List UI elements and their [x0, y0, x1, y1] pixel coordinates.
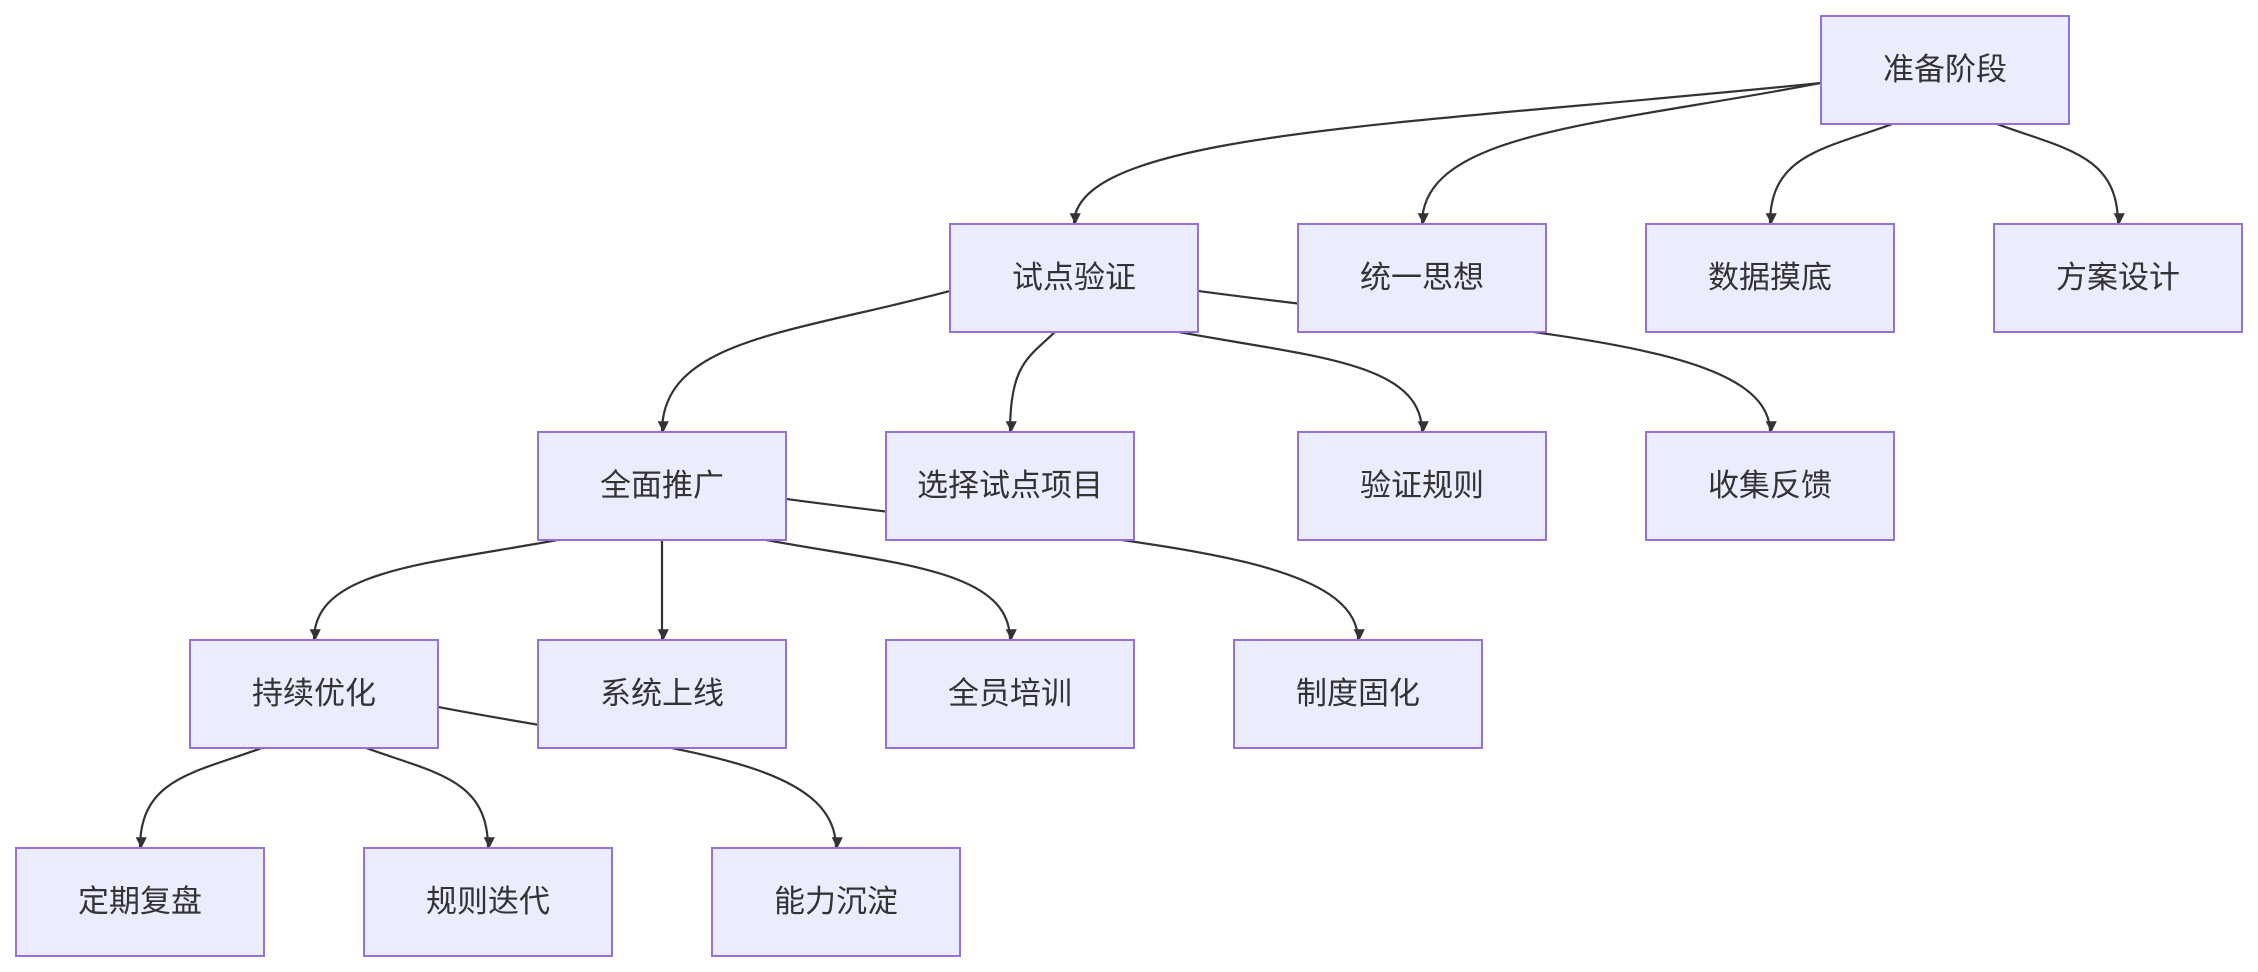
node-n0: 准备阶段 — [1820, 15, 2070, 125]
edge-n9-n13 — [135, 738, 284, 849]
node-n10: 系统上线 — [537, 639, 787, 749]
node-box — [885, 431, 1135, 541]
node-label: 规则迭代 — [426, 884, 550, 920]
edge-n0-n3 — [1765, 114, 1914, 225]
node-label: 能力沉淀 — [774, 884, 898, 920]
edge-n0-n1 — [1069, 81, 1822, 225]
node-n2: 统一思想 — [1297, 223, 1547, 333]
edge-n5-n9 — [309, 530, 600, 641]
node-label: 验证规则 — [1360, 468, 1484, 504]
node-n11: 全员培训 — [885, 639, 1135, 749]
node-n7: 验证规则 — [1297, 431, 1547, 541]
node-n13: 定期复盘 — [15, 847, 265, 957]
node-label: 系统上线 — [600, 676, 724, 712]
edge-n1-n5 — [657, 289, 951, 433]
node-n8: 收集反馈 — [1645, 431, 1895, 541]
node-n3: 数据摸底 — [1645, 223, 1895, 333]
node-n14: 规则迭代 — [363, 847, 613, 957]
node-box — [949, 223, 1199, 333]
node-box — [1993, 223, 2243, 333]
edge-n9-n15 — [437, 705, 843, 849]
node-label: 准备阶段 — [1883, 52, 2007, 88]
node-n6: 选择试点项目 — [885, 431, 1135, 541]
edge-n1-n6 — [1005, 323, 1064, 433]
node-label: 数据摸底 — [1708, 260, 1832, 296]
node-label: 选择试点项目 — [917, 468, 1103, 504]
node-box — [537, 639, 787, 749]
edge-n5-n11 — [724, 530, 1017, 641]
node-box — [1233, 639, 1483, 749]
node-box — [537, 431, 787, 541]
node-label: 统一思想 — [1360, 260, 1484, 296]
node-box — [189, 639, 439, 749]
node-box — [1820, 15, 2070, 125]
node-box — [15, 847, 265, 957]
edge-n0-n2 — [1417, 81, 1822, 225]
node-n12: 制度固化 — [1233, 639, 1483, 749]
node-n9: 持续优化 — [189, 639, 439, 749]
node-label: 试点验证 — [1012, 260, 1136, 296]
node-label: 全员培训 — [948, 676, 1072, 712]
edge-n9-n14 — [344, 738, 495, 849]
node-box — [885, 639, 1135, 749]
node-label: 全面推广 — [600, 468, 724, 504]
node-label: 方案设计 — [2056, 260, 2180, 296]
node-box — [363, 847, 613, 957]
node-box — [1297, 431, 1547, 541]
node-n15: 能力沉淀 — [711, 847, 961, 957]
node-label: 收集反馈 — [1708, 468, 1832, 504]
edge-n0-n4 — [1975, 114, 2125, 225]
node-box — [1645, 223, 1895, 333]
node-box — [1297, 223, 1547, 333]
node-box — [1645, 431, 1895, 541]
node-label: 定期复盘 — [78, 884, 202, 920]
node-box — [711, 847, 961, 957]
edge-n1-n7 — [1136, 322, 1429, 433]
node-n4: 方案设计 — [1993, 223, 2243, 333]
node-label: 制度固化 — [1296, 676, 1420, 712]
node-label: 持续优化 — [252, 676, 376, 712]
node-n1: 试点验证 — [949, 223, 1199, 333]
node-n5: 全面推广 — [537, 431, 787, 541]
